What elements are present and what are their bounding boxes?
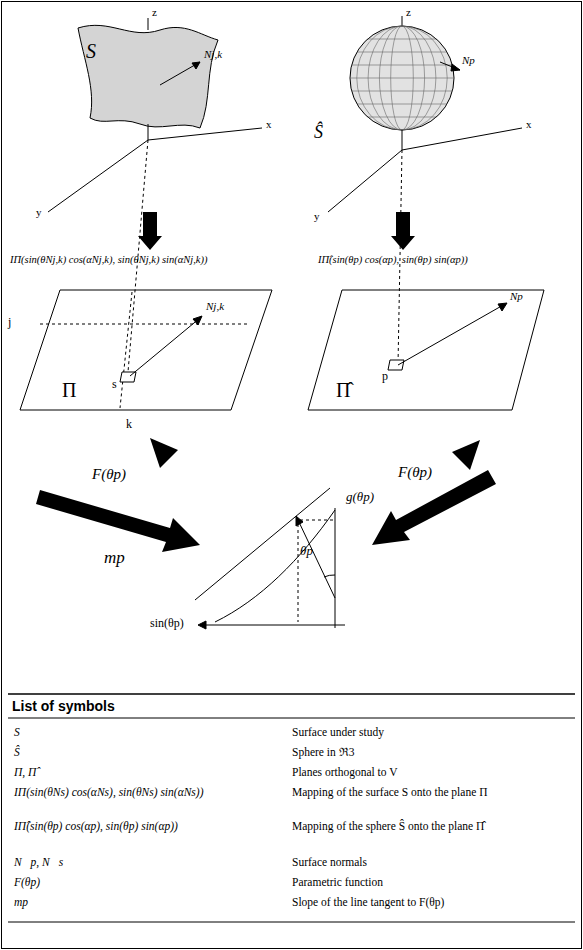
math-label: Np (462, 54, 475, 67)
description-cell: Mapping of the surface S onto the plane … (292, 786, 562, 799)
description-cell: Planes orthogonal to V⃗ (292, 766, 562, 779)
table-heading: List of symbols (12, 698, 115, 714)
math-label: p (382, 370, 388, 384)
symbol-cell: S (14, 726, 264, 739)
symbol-cell: Ŝ (14, 746, 264, 759)
graph (195, 488, 345, 629)
math-label: sin(θp) (150, 617, 184, 631)
block-arrow (36, 490, 200, 552)
math-label: Ŝ (314, 122, 323, 143)
chevron (452, 440, 480, 470)
symbol-cell: IΠ̂(sin(θp) cos(αp), sin(θp) sin(αp)) (14, 820, 264, 833)
projection-plane: Π̂ (306, 287, 546, 413)
block-arrow (391, 212, 415, 250)
table-rule (8, 693, 575, 695)
description-cell: Sphere in ℜ3 (292, 746, 562, 759)
description-cell: Mapping of the sphere Ŝ onto the plane Π… (292, 820, 562, 833)
block-arrow (138, 212, 162, 250)
math-label: z (406, 6, 411, 19)
math-label: IΠ̂(sin(θp) cos(αp), sin(θp) sin(αp)) (318, 254, 468, 266)
sphere-figure (328, 16, 522, 365)
math-label: y (314, 210, 320, 223)
plane-marks (40, 292, 507, 408)
symbol-cell: IΠ(sin(θNs) cos(αNs), sin(θNs) sin(αNs)) (14, 786, 264, 799)
description-cell: Surface normals (292, 856, 562, 869)
math-label: j (8, 316, 11, 330)
math-label: x (526, 118, 532, 131)
math-label: x (266, 118, 272, 131)
math-label: IΠ(sin(θNj,k) cos(αNj,k), sin(θNj,k) sin… (10, 254, 207, 266)
plane-label: Π (62, 379, 76, 402)
symbol-cell: N⃗p, N⃗s (14, 856, 264, 869)
math-label: S (86, 40, 96, 63)
math-label: g(θp) (346, 490, 374, 505)
math-label: Nj,k (204, 48, 222, 61)
description-cell: Slope of the line tangent to F(θp) (292, 896, 562, 909)
description-cell: Parametric function (292, 876, 562, 889)
block-arrow (372, 470, 496, 545)
chevron (150, 438, 178, 468)
plane-outline (18, 287, 274, 413)
math-label: mp (104, 548, 125, 568)
math-label: F(θp) (92, 466, 126, 483)
projection-plane: Π (18, 287, 274, 413)
symbol-cell: mp (14, 896, 264, 909)
symbol-cell: Π, Π̂ (14, 766, 264, 779)
math-label: Nj,k (206, 300, 224, 313)
math-label: s (112, 378, 117, 392)
math-label: Np (510, 290, 523, 303)
symbol-cell: F(θp) (14, 876, 264, 889)
math-label: k (126, 418, 132, 432)
math-label: θp (300, 544, 313, 559)
math-label: z (152, 6, 157, 19)
math-label: F(θp) (398, 464, 432, 481)
table-rule (8, 718, 575, 719)
description-cell: Surface under study (292, 726, 562, 739)
math-label: y (36, 206, 42, 219)
table-rule (8, 922, 575, 923)
surface-figure (48, 18, 262, 372)
plane-label: Π̂ (336, 379, 350, 402)
